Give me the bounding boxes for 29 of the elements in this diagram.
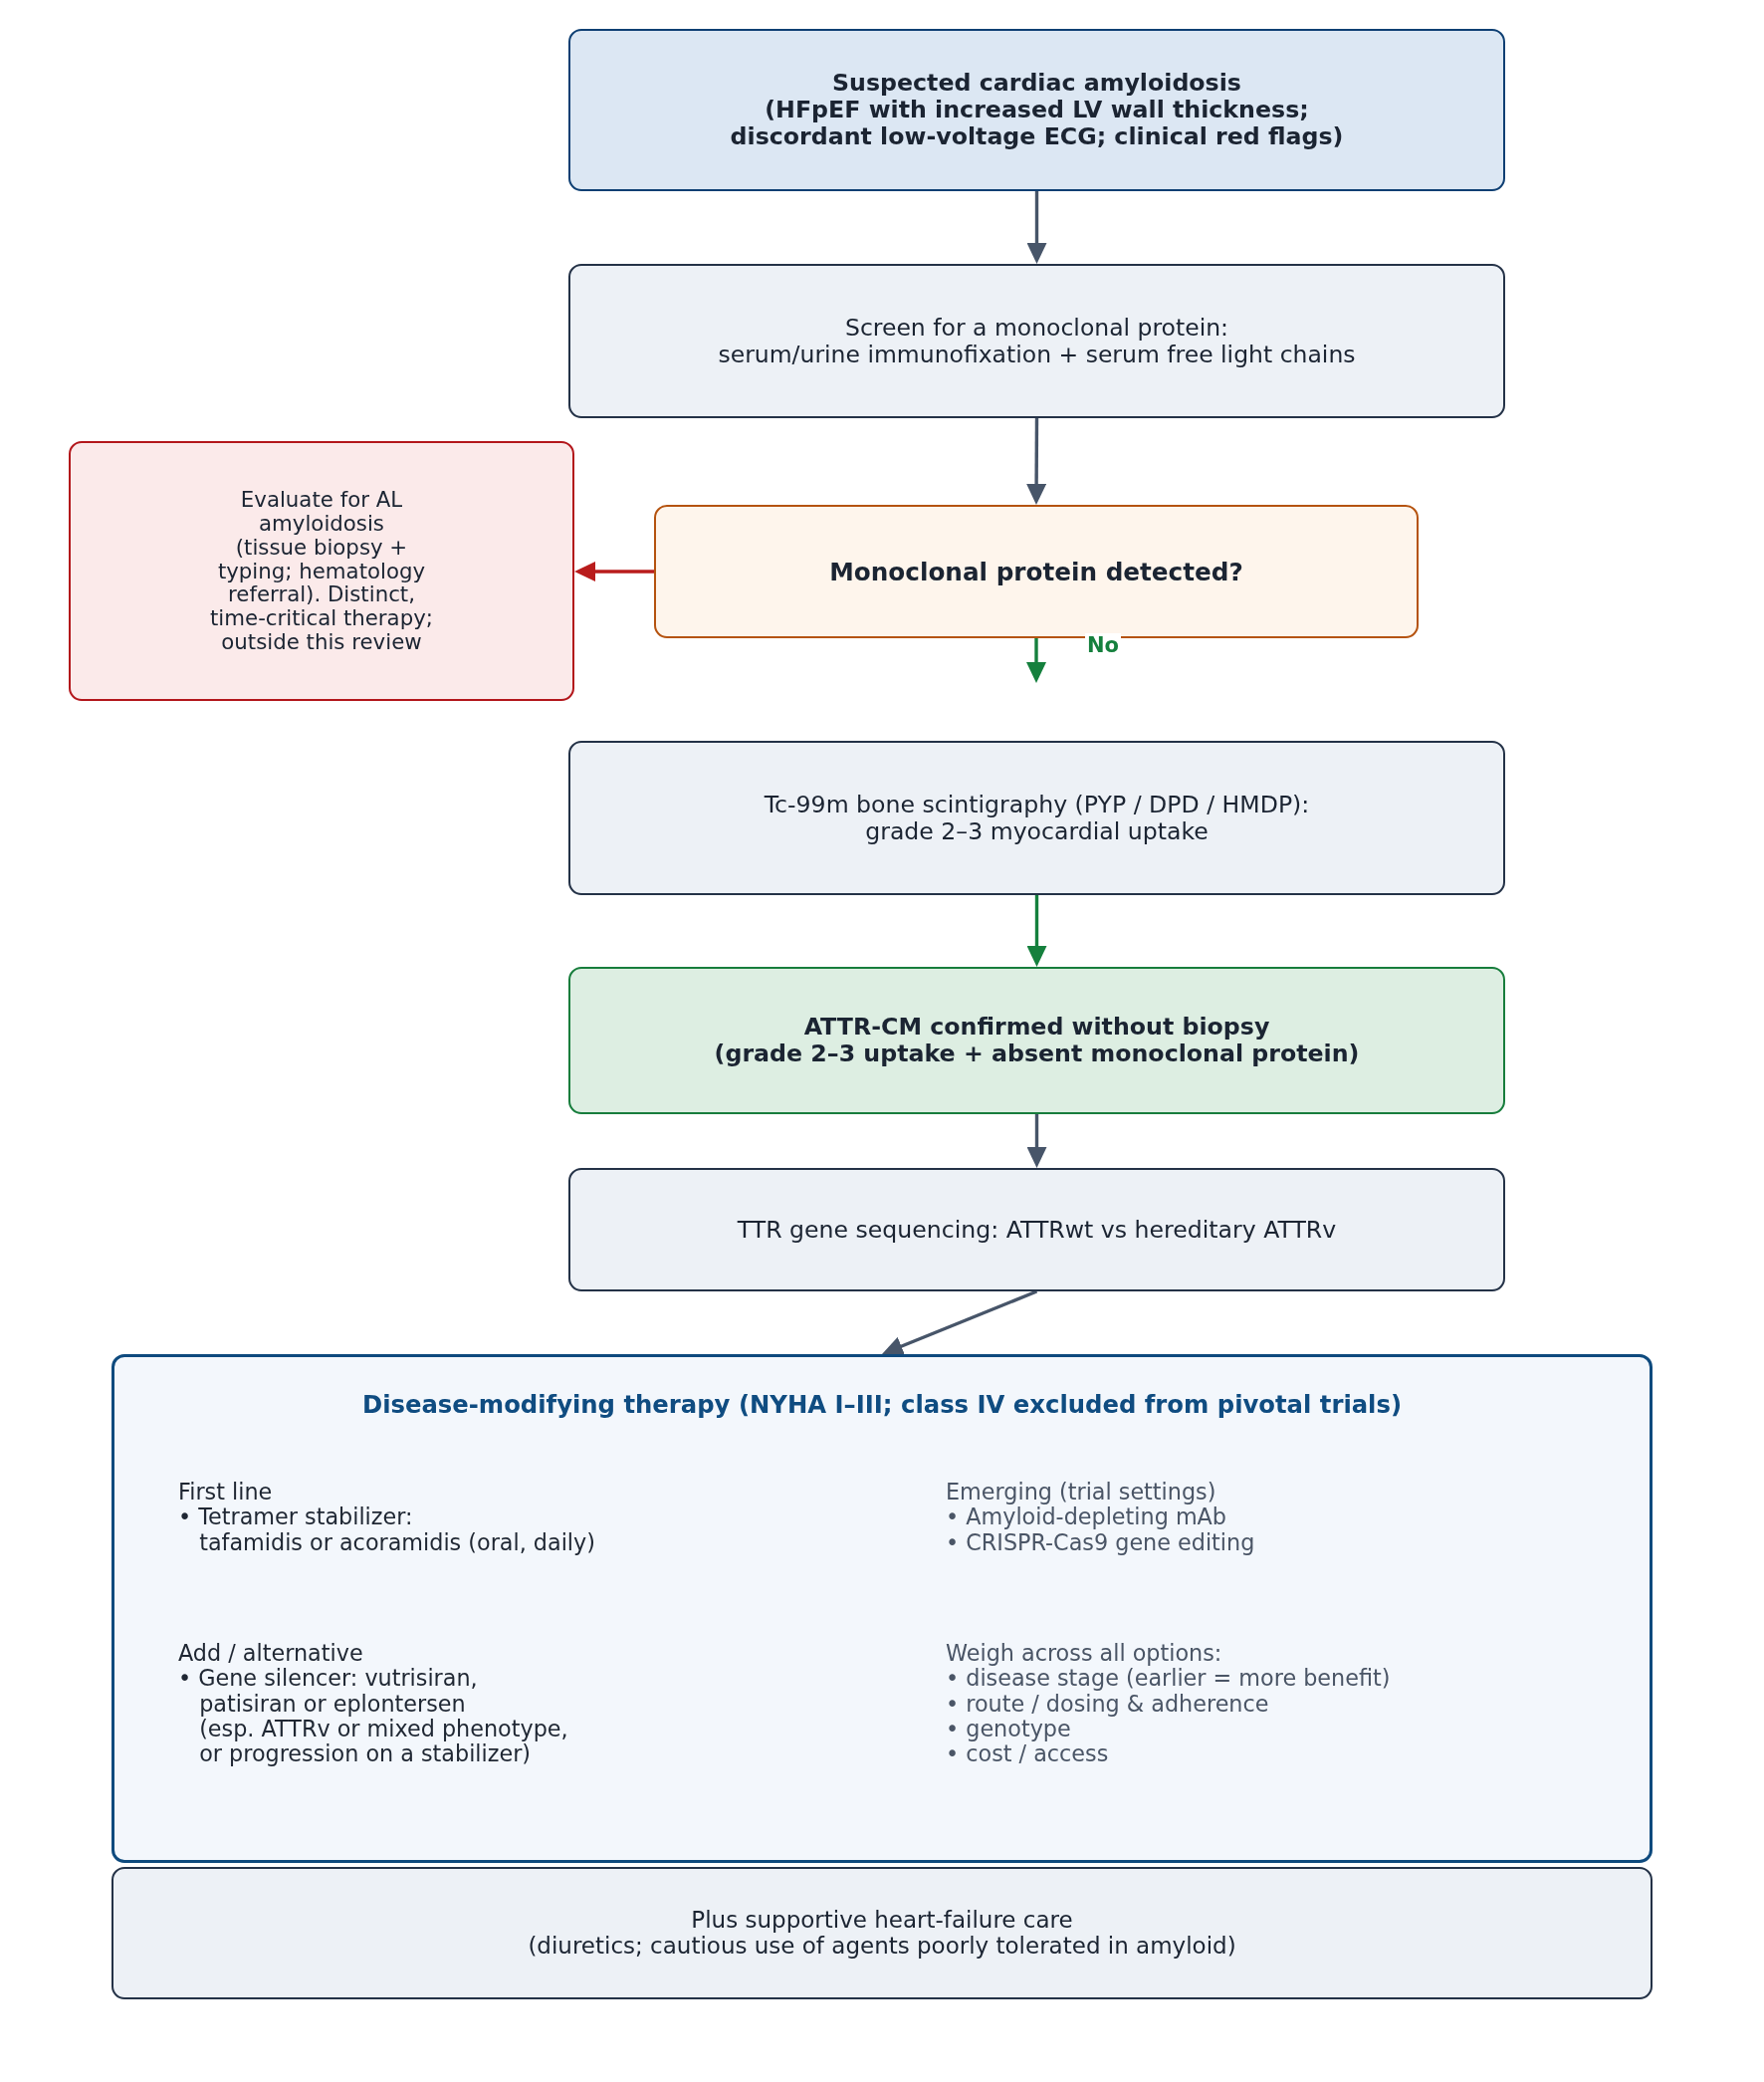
decision-box xyxy=(654,505,1419,638)
start-box xyxy=(568,29,1505,191)
panel-title: Disease-modifying therapy (NYHA I–III; class IV excluded from pivotal trials) xyxy=(360,1391,1403,1419)
arrow xyxy=(574,562,654,581)
bullet-list: First line • Tetramer stabilizer: tafamidis or acoramidis (oral, daily) xyxy=(178,1480,595,1555)
arrow xyxy=(1026,638,1046,683)
box-text: ATTR-CM confirmed without biopsy (grade 2–3 uptake + absent monoclonal protein) xyxy=(714,1014,1360,1067)
bullet-list: Emerging (trial settings) • Amyloid-depleting mAb • CRISPR-Cas9 gene editing xyxy=(946,1480,1255,1555)
arrow xyxy=(1026,191,1047,264)
arrow xyxy=(882,1289,1038,1356)
process-box xyxy=(568,264,1505,418)
process-box xyxy=(69,441,574,701)
process-box xyxy=(568,741,1505,895)
result-box xyxy=(568,967,1505,1114)
arrow xyxy=(1026,1114,1047,1168)
box-text: Tc-99m bone scintigraphy (PYP / DPD / HMDP): grade 2–3 myocardial uptake xyxy=(764,791,1310,845)
bullet-list: Weigh across all options: • disease stage (earlier = more benefit) • route / dosing & adherence • genotype • cost / access xyxy=(946,1641,1391,1767)
box-text: Evaluate for AL amyloidosis (tissue biopsy + typing; hematology referral). Distinct, time-critical therapy; outside this review xyxy=(210,488,433,654)
box-text: TTR gene sequencing: ATTRwt vs hereditary ATTRv xyxy=(737,1216,1337,1244)
process-box xyxy=(111,1867,1653,1999)
bullet-list: Add / alternative • Gene silencer: vutrisiran, patisiran or eplontersen (esp. ATTRv or mixed phenotype, or progression on a stabilizer) xyxy=(178,1641,568,1767)
therapy-panel xyxy=(111,1354,1653,1863)
arrow xyxy=(1026,418,1047,505)
process-box xyxy=(568,1168,1505,1291)
box-text: Screen for a monoclonal protein: serum/urine immunofixation + serum free light chains xyxy=(718,314,1356,368)
arrow xyxy=(1026,895,1047,967)
box-text: Suspected cardiac amyloidosis (HFpEF with increased LV wall thickness; discordant low-voltage ECG; clinical red flags) xyxy=(730,70,1344,150)
box-text: Monoclonal protein detected? xyxy=(829,557,1243,586)
box-text: Plus supportive heart-failure care (diuretics; cautious use of agents poorly tolerated in amyloid) xyxy=(528,1908,1236,1959)
